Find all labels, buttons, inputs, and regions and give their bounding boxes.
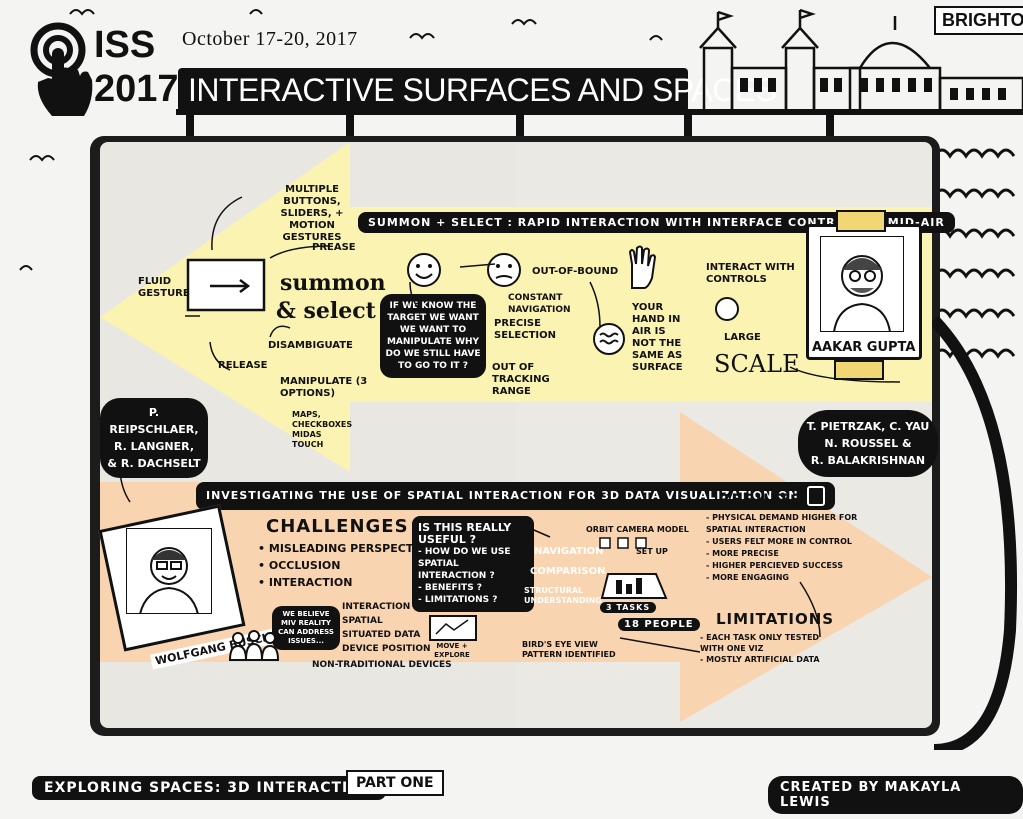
tablet-move-icon xyxy=(429,615,477,641)
lower-talk-banner-text: INVESTIGATING THE USE OF SPATIAL INTERAC… xyxy=(206,489,799,502)
note-prease: PREASE xyxy=(312,242,356,253)
believe-item: SPATIAL xyxy=(342,616,383,626)
result-item: - HIGHER PERCIEVED SUCCESS xyxy=(706,561,843,570)
pier-building-drawing xyxy=(690,8,1023,114)
useful-item: - LIMITATIONS ? xyxy=(418,595,498,605)
note-disambiguate: DISAMBIGUATE xyxy=(268,340,353,351)
city-label: BRIGHTON xyxy=(934,6,1023,35)
result-item: - USERS FELT MORE IN CONTROL xyxy=(706,537,852,546)
author-line: & R. DACHSELT xyxy=(107,457,201,470)
note-interact-controls: INTERACT WITH CONTROLS xyxy=(706,262,795,285)
note-hand-in-air: YOUR HAND IN AIR IS NOT THE SAME AS SURF… xyxy=(632,302,683,373)
useful-box: IS THIS REALLY USEFUL ? - HOW DO WE USE … xyxy=(412,516,534,612)
circle-control-icon xyxy=(715,297,739,321)
limitations-list: - EACH TASK ONLY TESTED WITH ONE VIZ - M… xyxy=(700,632,830,665)
author-line: P. REIPSCHLAER, xyxy=(109,406,199,436)
note-set-up: SET UP xyxy=(636,547,668,556)
note-precise-selection: PRECISE SELECTION xyxy=(494,318,556,341)
believe-item-nontraditional: NON-TRADITIONAL DEVICES xyxy=(312,660,452,670)
logo-year: 2017 xyxy=(94,68,179,110)
tape-bottom xyxy=(834,360,884,380)
footer-session: EXPLORING SPACES: 3D INTERACTION xyxy=(32,776,386,800)
believe-bubble: WE BELIEVE MIV REALITY CAN ADDRESS ISSUE… xyxy=(272,606,340,650)
sea-waves xyxy=(932,148,1016,359)
useful-item: - HOW DO WE USE SPATIAL INTERACTION ? xyxy=(418,547,511,581)
note-move-explore: MOVE + EXPLORE xyxy=(434,642,470,659)
title-select: & select xyxy=(276,298,376,324)
bird-doodles xyxy=(19,9,663,271)
logo-iss: ISS xyxy=(94,24,156,66)
question-bubble: IF WE KNOW THE TARGET WE WANT WE WANT TO… xyxy=(380,294,486,378)
result-item: - PHYSICAL DEMAND HIGHER FOR SPATIAL INT… xyxy=(706,513,858,534)
coauthor-line: T. PIETRZAK, C. YAU xyxy=(806,420,930,433)
results-title: RESULTS xyxy=(718,490,803,509)
limitation-item: - MOSTLY ARTIFICIAL DATA xyxy=(700,655,820,664)
results-list: - PHYSICAL DEMAND HIGHER FOR SPATIAL INT… xyxy=(706,512,866,584)
happy-face-icon xyxy=(407,253,441,287)
note-release: RELEASE xyxy=(218,360,268,371)
challenge-item: • MISLEADING PERSPECTIVE xyxy=(258,542,434,555)
note-orbit: ORBIT CAMERA MODEL xyxy=(586,525,689,534)
touch-hand-icon xyxy=(30,22,93,116)
upper-coauthors: T. PIETRZAK, C. YAU N. ROUSSEL & R. BALA… xyxy=(798,410,938,477)
author-line: R. LANGNER, xyxy=(113,440,194,453)
challenge-item: • OCCLUSION xyxy=(258,559,341,572)
limitation-item: - EACH TASK ONLY TESTED WITH ONE VIZ xyxy=(700,633,820,653)
elastic-band xyxy=(930,315,1018,750)
note-comparison: COMPARISON xyxy=(530,566,606,577)
note-maps: MAPS, CHECKBOXES MIDAS TOUCH xyxy=(292,410,353,449)
face-icons xyxy=(407,253,521,287)
iss-logo: ISS 2017 xyxy=(22,20,182,130)
people-icon xyxy=(228,630,280,661)
result-item: - MORE ENGAGING xyxy=(706,573,789,582)
page-title: INTERACTIVE SURFACES AND SPACES xyxy=(188,72,777,108)
note-manipulate: MANIPULATE (3 OPTIONS) xyxy=(280,376,368,399)
setup-diagram xyxy=(599,537,668,599)
speaker-portrait-lower xyxy=(126,528,212,614)
coauthor-line: R. BALAKRISHNAN xyxy=(810,454,926,467)
title-bar xyxy=(178,68,688,112)
tape-top xyxy=(836,210,886,232)
speaker-name-upper: AAKAR GUPTA xyxy=(812,340,916,355)
note-birds-eye: BIRD'S EYE VIEW PATTERN IDENTIFIED xyxy=(522,640,616,659)
tablet-icon xyxy=(807,486,826,506)
note-structural: STRUCTURAL UNDERSTANDING xyxy=(524,586,602,605)
footer-part: PART ONE xyxy=(346,770,444,796)
result-item: - MORE PRECISE xyxy=(706,549,779,558)
challenges-title: CHALLENGES xyxy=(266,516,409,537)
note-fluid-gesture: FLUID GESTURE xyxy=(138,276,190,299)
hand-icon xyxy=(628,245,657,289)
believe-items: INTERACTION SPATIAL SITUATED DATA DEVICE… xyxy=(342,600,431,656)
upper-talk-banner: SUMMON + SELECT : RAPID INTERACTION WITH… xyxy=(358,212,955,233)
note-multiple-buttons: MULTIPLE BUTTONS, SLIDERS, + MOTION GEST… xyxy=(280,184,344,243)
coauthor-line: N. ROUSSEL & xyxy=(824,437,912,450)
lower-talk-banner: INVESTIGATING THE USE OF SPATIAL INTERAC… xyxy=(196,482,836,510)
badge-tasks: 3 TASKS xyxy=(600,602,657,613)
note-large: LARGE xyxy=(724,332,761,343)
neutral-face-icon xyxy=(487,253,521,287)
note-scale: SCALE xyxy=(714,350,800,378)
title-summon: summon xyxy=(280,270,386,296)
believe-item: DEVICE POSITION xyxy=(342,644,431,654)
lower-authors: P. REIPSCHLAER, R. LANGNER, & R. DACHSEL… xyxy=(100,398,208,478)
note-navigation: NAVIGATION xyxy=(534,546,604,557)
wave-icon xyxy=(593,323,625,355)
screen-gesture-icon xyxy=(186,258,266,312)
note-constant-navigation: CONSTANT NAVIGATION xyxy=(508,293,571,315)
believe-item: INTERACTION xyxy=(342,602,411,612)
note-tracking-range: OUT OF TRACKING RANGE xyxy=(492,362,550,397)
challenges-list: • MISLEADING PERSPECTIVE • OCCLUSION • I… xyxy=(258,540,433,591)
speaker-portrait-drawing xyxy=(820,236,904,332)
conference-date: October 17-20, 2017 xyxy=(182,28,358,50)
footer-credit: CREATED BY MAKAYLA LEWIS xyxy=(768,776,1023,814)
challenge-item: • INTERACTION xyxy=(258,576,353,589)
believe-item: SITUATED DATA xyxy=(342,630,421,640)
badge-people: 18 PEOPLE xyxy=(618,618,700,631)
limitations-title: LIMITATIONS xyxy=(716,610,835,628)
useful-title: IS THIS REALLY USEFUL ? xyxy=(418,521,512,546)
useful-item: - BENEFITS ? xyxy=(418,583,483,593)
connector-arrows xyxy=(119,196,901,653)
note-out-of-bound: OUT-OF-BOUND xyxy=(532,266,619,277)
